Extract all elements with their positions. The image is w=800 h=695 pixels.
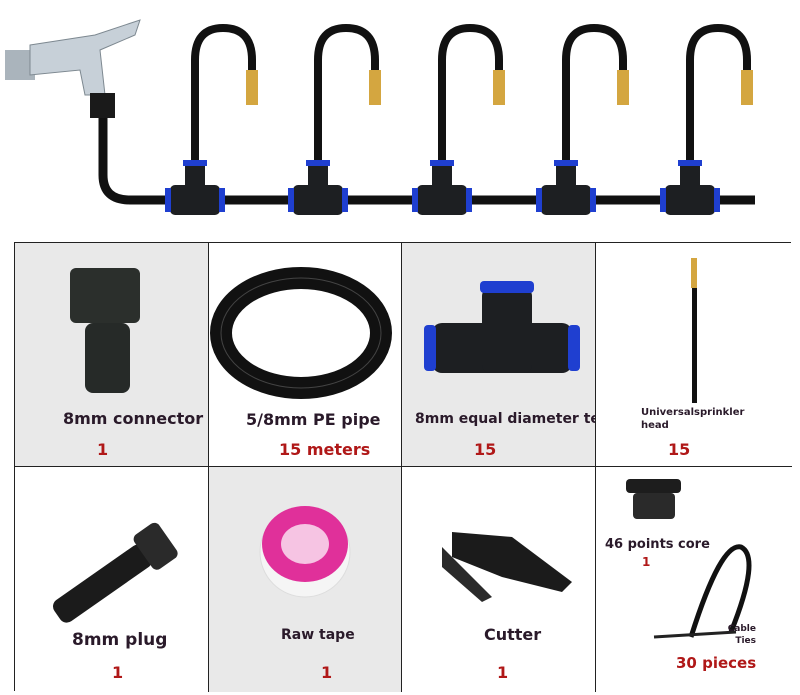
part-quantity: 1 [97,440,109,459]
part-quantity: 1 [321,663,333,682]
irrigation-assembly-illustration [5,19,755,215]
extra-part-quantity: 30 pieces [676,654,757,672]
part-name: 5/8mm PE pipe [246,410,381,429]
parts-grid: 8mm connector 1 5/8mm PE pipe 15 meters … [14,242,792,692]
part-cell-sprinkler: Universalsprinkler head 15 [596,243,792,467]
part-name: 46 points core [605,537,710,552]
part-quantity: 15 meters [279,440,371,459]
part-name: Raw tape [281,627,355,643]
cable-tie-icon [653,544,752,639]
part-cell-cutter: Cutter 1 [402,467,596,692]
pipe-cutter-icon [442,532,572,602]
part-cell-pe-pipe: 5/8mm PE pipe 15 meters [209,243,402,467]
raw-tape-icon [259,506,351,598]
part-name: 8mm connector [63,409,204,428]
part-cell-core-and-ties: 46 points core 1 Cable Ties 30 pieces [596,467,792,692]
part-name: 8mm equal diameter tee [415,411,596,427]
part-quantity: 15 [668,440,691,459]
extra-part-name: Cable Ties [727,624,756,646]
threaded-core-icon [626,479,681,519]
pipe-coil-icon [210,267,392,399]
sprinkler-head-icon [691,258,697,403]
part-name: Universalsprinkler head [641,407,745,431]
sprinkler-riser [288,23,381,215]
faucet-icon [5,19,141,96]
part-quantity: 1 [497,663,509,682]
connector-icon [70,268,140,393]
sprinkler-riser [536,23,629,215]
part-cell-connector: 8mm connector 1 [15,243,209,467]
part-name: 8mm plug [72,630,168,650]
part-name: Cutter [484,625,542,644]
plug-icon [53,522,178,623]
part-quantity: 1 [112,663,124,682]
part-cell-raw-tape: Raw tape 1 [209,467,402,692]
part-cell-plug: 8mm plug 1 [15,467,209,692]
sprinkler-riser [412,23,505,215]
sprinkler-riser [165,23,258,215]
part-cell-tee: 8mm equal diameter tee 15 [402,243,596,467]
part-quantity: 15 [474,440,497,459]
part-quantity: 1 [642,555,651,569]
sprinkler-riser [660,23,753,215]
tee-fitting-icon [424,281,580,373]
